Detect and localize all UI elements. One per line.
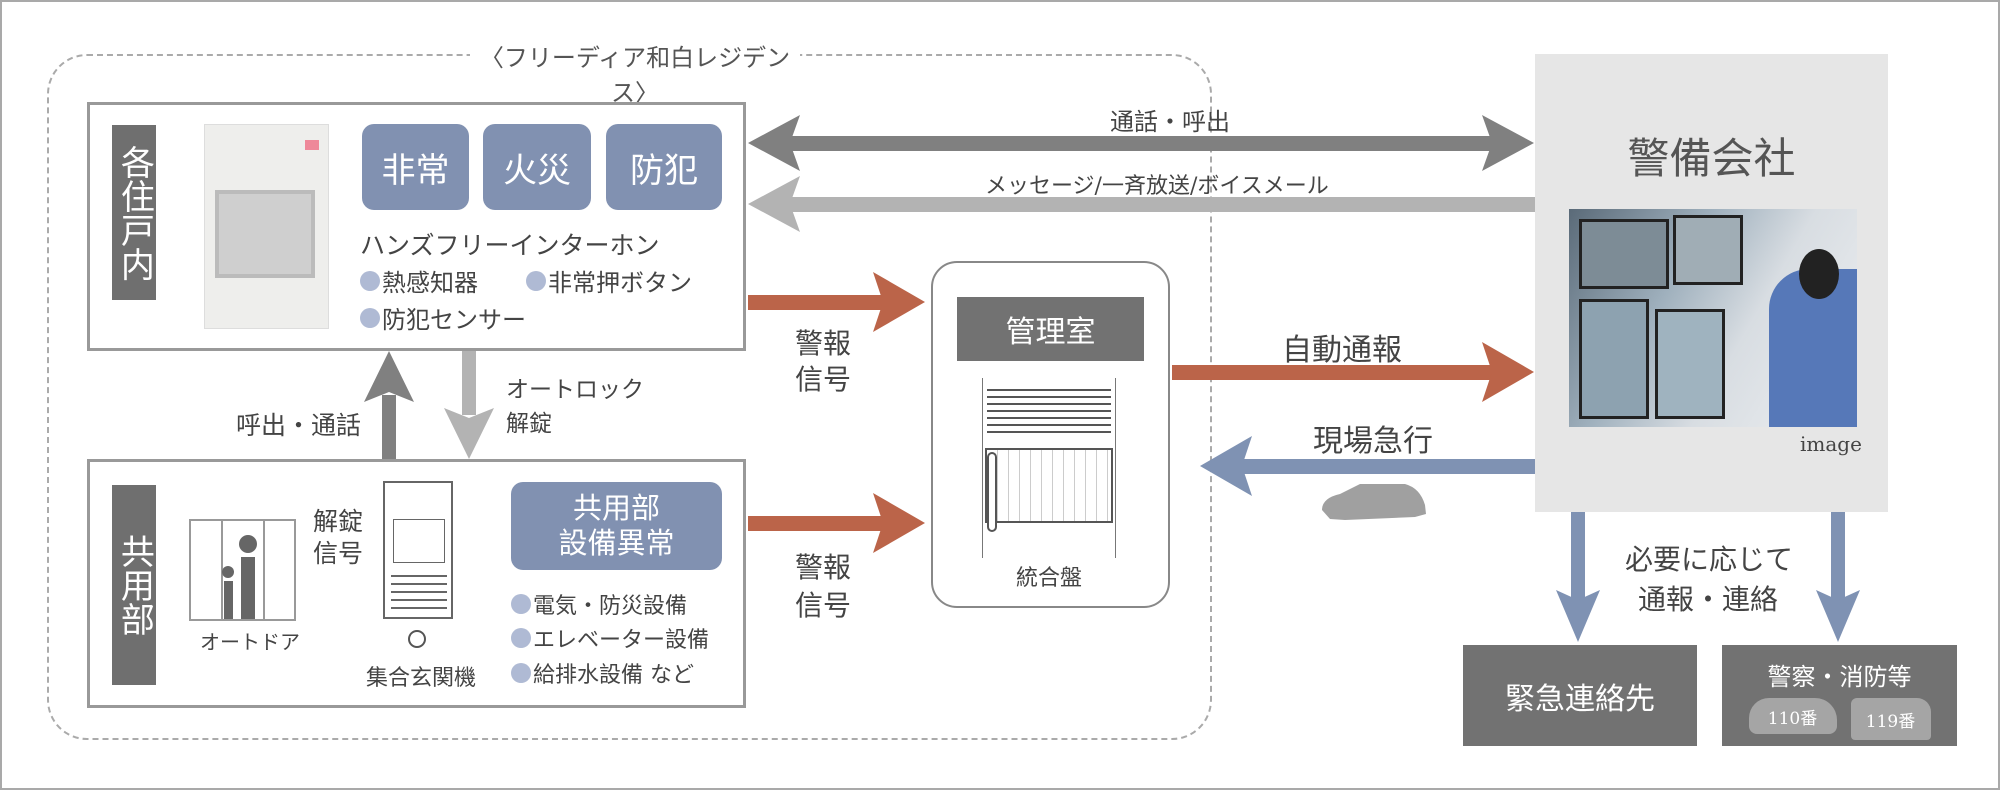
police-fire-box: 警察・消防等 110番 119番 xyxy=(1722,645,1957,746)
unit-bullet: 熱感知器 xyxy=(360,263,478,298)
autolock-down-arrow xyxy=(444,351,494,459)
bullet-dot xyxy=(511,628,531,648)
notify-arrow-right xyxy=(1816,510,1860,642)
bullet-dot xyxy=(511,663,531,683)
auto-report-label: 自動通報 xyxy=(1282,333,1402,368)
as-needed-label-1: 必要に応じて xyxy=(1625,543,1794,576)
alarm-signal-label-2a: 警報 xyxy=(795,551,852,584)
message-label: メッセージ/一斉放送/ボイスメール xyxy=(985,174,1329,199)
emergency-button: 非常 xyxy=(362,124,469,210)
emergency-contact-box: 緊急連絡先 xyxy=(1463,645,1697,746)
alarm-arrow-unit xyxy=(748,272,925,332)
emergency-indicator xyxy=(305,140,319,150)
unit-bullet: 防犯センサー xyxy=(360,300,526,335)
image-caption: image xyxy=(1800,432,1862,456)
common-label-text: 共用部 xyxy=(114,534,155,636)
security-monitoring-photo xyxy=(1569,209,1857,427)
bullet-dot xyxy=(360,270,380,291)
autolock-label-1: オートロック xyxy=(506,377,644,403)
bullet-text: 防犯センサー xyxy=(382,306,526,334)
entrance-panel-icon xyxy=(383,481,453,619)
alarm-signal-label-2b: 信号 xyxy=(795,589,852,622)
alert-line-2: 設備異常 xyxy=(558,526,675,560)
unlock-signal-2: 信号 xyxy=(313,539,364,568)
car-icon xyxy=(1322,484,1426,520)
bullet-text: 電気・防災設備 xyxy=(533,594,688,619)
residence-title: 〈フリーディア和白レジデンス〉 xyxy=(470,38,800,108)
intercom-screen xyxy=(215,190,315,278)
unlock-signal-1: 解錠 xyxy=(313,507,364,536)
as-needed-label-2: 通報・連絡 xyxy=(1638,583,1779,616)
auto-door-label: オートドア xyxy=(200,630,300,654)
alarm-arrow-common xyxy=(748,493,925,553)
message-arrow xyxy=(748,176,1535,232)
bullet-text: 非常押ボタン xyxy=(548,269,692,297)
auto-door-icon xyxy=(189,519,296,621)
integrated-panel-label: 統合盤 xyxy=(1016,566,1083,591)
management-office-title: 管理室 xyxy=(957,297,1144,361)
security-company-title: 警備会社 xyxy=(1627,134,1796,183)
unit-label-text: 各住戸内 xyxy=(114,144,155,281)
fire-button: 火災 xyxy=(483,124,591,210)
common-bullet: 給排水設備 など xyxy=(511,657,694,689)
call-up-arrow xyxy=(364,351,414,459)
alarm-signal-label-1b: 信号 xyxy=(795,363,852,396)
autolock-label-2: 解錠 xyxy=(506,411,552,437)
intercom-label: ハンズフリーインターホン xyxy=(360,231,660,260)
unit-label: 各住戸内 xyxy=(112,125,156,300)
dispatch-label: 現場急行 xyxy=(1313,424,1433,459)
unit-bullet: 非常押ボタン xyxy=(526,263,692,298)
crime-button: 防犯 xyxy=(606,124,722,210)
notify-arrow-left xyxy=(1556,510,1600,642)
fire-number: 119番 xyxy=(1865,711,1916,732)
call-arrow xyxy=(748,115,1534,171)
police-number: 110番 xyxy=(1767,708,1818,729)
dispatch-arrow xyxy=(1200,436,1535,496)
police-car-icon: 110番 xyxy=(1748,698,1837,734)
alarm-signal-label-1a: 警報 xyxy=(795,327,852,360)
call-label: 通話・呼出 xyxy=(1110,108,1230,136)
common-bullet: エレベーター設備 xyxy=(511,622,709,654)
alert-line-1: 共用部 xyxy=(572,491,660,526)
intercom-image xyxy=(204,124,329,329)
common-alert-box: 共用部 設備異常 xyxy=(511,482,722,570)
entrance-device-label: 集合玄関機 xyxy=(366,666,477,691)
bullet-text: 給排水設備 など xyxy=(533,663,694,688)
call-up-label: 呼出・通話 xyxy=(236,411,362,440)
bullet-dot xyxy=(526,270,546,291)
integrated-panel-icon xyxy=(982,378,1116,558)
fire-truck-icon: 119番 xyxy=(1850,698,1931,740)
entrance-button-icon xyxy=(408,630,426,648)
bullet-dot xyxy=(511,594,531,614)
common-bullet: 電気・防災設備 xyxy=(511,588,687,620)
common-label: 共用部 xyxy=(112,485,156,685)
bullet-text: 熱感知器 xyxy=(382,269,478,297)
bullet-dot xyxy=(360,307,380,328)
auto-report-arrow xyxy=(1172,342,1534,402)
police-fire-label: 警察・消防等 xyxy=(1767,663,1912,691)
bullet-text: エレベーター設備 xyxy=(533,628,710,653)
